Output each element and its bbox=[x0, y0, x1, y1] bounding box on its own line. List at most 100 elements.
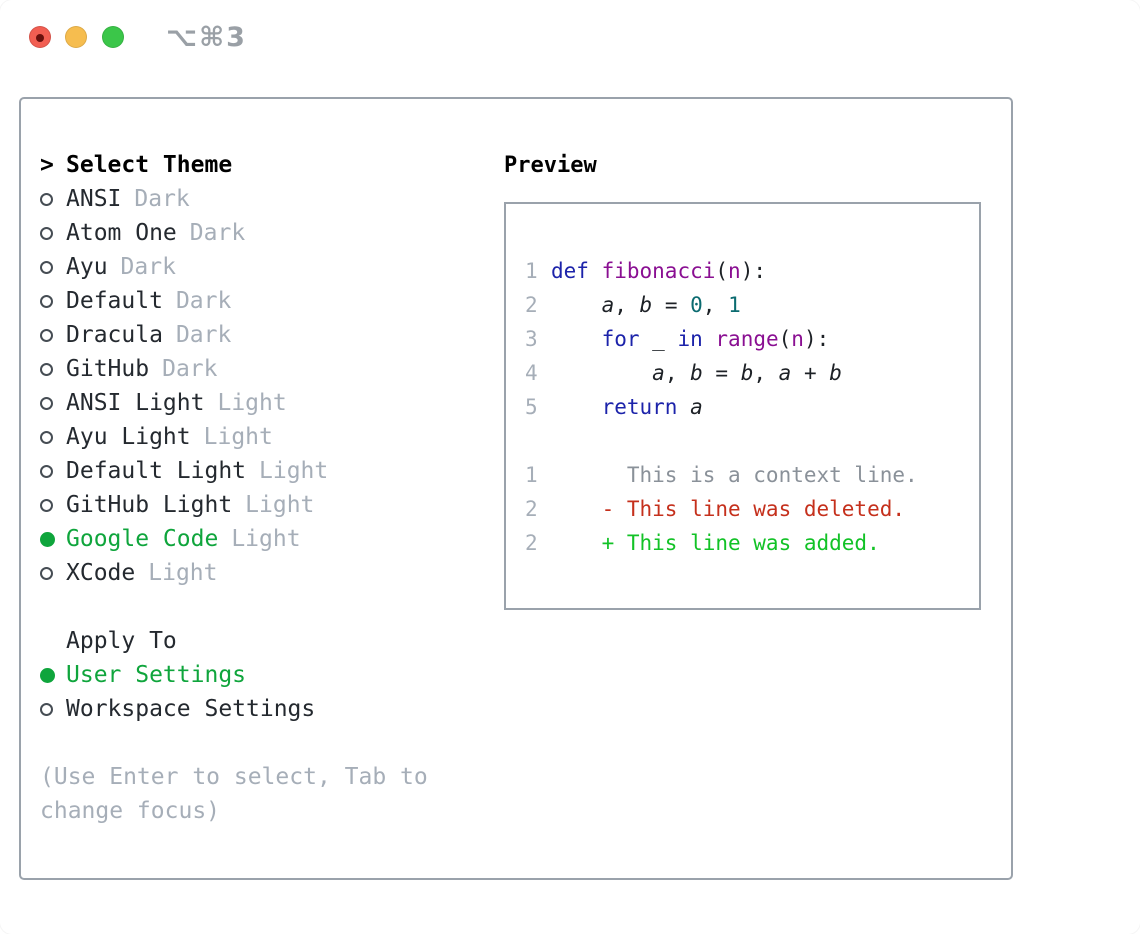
code-token: a bbox=[652, 361, 665, 385]
apply-to-option[interactable]: User Settings bbox=[40, 658, 500, 692]
marker bbox=[40, 226, 66, 240]
theme-variant: Light bbox=[148, 560, 218, 586]
code-token bbox=[677, 395, 690, 419]
code-preview: 1 def fibonacci(n): 2 a, b = 0, 1 3 for _ i… bbox=[525, 254, 979, 424]
theme-name: XCode bbox=[66, 560, 136, 586]
line-number: 4 bbox=[525, 361, 538, 385]
code-line: 5 return a bbox=[525, 390, 979, 424]
line-number: 3 bbox=[525, 327, 538, 351]
theme-name: Google Code bbox=[66, 526, 219, 552]
theme-option[interactable]: Default Light Light bbox=[40, 454, 500, 488]
code-token: in bbox=[677, 327, 703, 351]
marker bbox=[40, 464, 66, 478]
theme-variant: Dark bbox=[175, 322, 232, 348]
marker bbox=[40, 531, 66, 547]
theme-option[interactable]: ANSI Light Light bbox=[40, 386, 500, 420]
theme-name: Dracula bbox=[66, 322, 163, 348]
code-token: b bbox=[639, 293, 653, 317]
marker bbox=[40, 362, 66, 376]
radio-icon bbox=[40, 396, 53, 410]
code-token: range bbox=[715, 327, 779, 351]
help-text-line-2: change focus) bbox=[40, 798, 221, 824]
code-token: ( bbox=[715, 259, 729, 283]
code-token: , bbox=[753, 361, 779, 385]
theme-option[interactable]: Dracula Dark bbox=[40, 318, 500, 352]
radio-icon bbox=[40, 430, 53, 444]
line-number: 5 bbox=[525, 395, 538, 419]
spacer bbox=[40, 590, 500, 624]
theme-name: Atom One bbox=[66, 220, 177, 246]
radio-selected-icon bbox=[40, 531, 55, 547]
theme-option[interactable]: XCode Light bbox=[40, 556, 500, 590]
line-number: 1 bbox=[525, 259, 538, 283]
apply-to-option[interactable]: Workspace Settings bbox=[40, 692, 500, 726]
spacer bbox=[525, 424, 979, 458]
theme-option[interactable]: Default Dark bbox=[40, 284, 500, 318]
apply-to-header: Apply To bbox=[66, 628, 177, 654]
apply-to-label: User Settings bbox=[66, 662, 247, 688]
diff-preview: 1 This is a context line.2 - This line w… bbox=[525, 458, 979, 560]
line-number: 2 bbox=[525, 497, 538, 521]
marker bbox=[40, 566, 66, 580]
line-number: 2 bbox=[525, 293, 538, 317]
code-token: for bbox=[601, 327, 640, 351]
marker bbox=[40, 192, 66, 206]
radio-selected-icon bbox=[40, 667, 55, 683]
marker bbox=[40, 396, 66, 410]
select-theme-header-row: > Select Theme bbox=[40, 148, 500, 182]
marker bbox=[40, 294, 66, 308]
code-line: 2 a, b = 0, 1 bbox=[525, 288, 979, 322]
spacer bbox=[40, 726, 500, 760]
code-token bbox=[551, 327, 602, 351]
code-token: a bbox=[601, 293, 615, 317]
diff-line-deleted: 2 - This line was deleted. bbox=[525, 492, 979, 526]
code-token: b bbox=[829, 361, 842, 385]
code-token: def bbox=[551, 259, 589, 283]
preview-box: 1 def fibonacci(n): 2 a, b = 0, 1 3 for _ i… bbox=[504, 202, 981, 610]
code-token: n bbox=[728, 259, 741, 283]
radio-icon bbox=[40, 362, 53, 376]
theme-variant: Light bbox=[217, 390, 287, 416]
code-token: = bbox=[702, 361, 741, 385]
code-token: _ bbox=[639, 327, 678, 351]
code-token: ): bbox=[740, 259, 766, 283]
titlebar[interactable]: ⌥⌘3 bbox=[0, 0, 1140, 70]
theme-variant: Light bbox=[245, 492, 315, 518]
selection-arrow-icon: > bbox=[40, 152, 54, 178]
zoom-button[interactable] bbox=[102, 26, 124, 48]
theme-variant: Dark bbox=[175, 288, 232, 314]
code-token: , bbox=[702, 293, 729, 317]
theme-name: Default bbox=[66, 288, 163, 314]
code-token: fibonacci bbox=[601, 259, 716, 283]
close-button[interactable] bbox=[29, 26, 51, 48]
line-number: 1 bbox=[525, 463, 538, 487]
diff-text: + This line was added. bbox=[551, 531, 880, 555]
radio-icon bbox=[40, 464, 53, 478]
theme-name: ANSI Light bbox=[66, 390, 205, 416]
diff-line-context: 1 This is a context line. bbox=[525, 458, 979, 492]
diff-line-added: 2 + This line was added. bbox=[525, 526, 979, 560]
theme-variant: Light bbox=[259, 458, 329, 484]
marker bbox=[40, 328, 66, 342]
theme-name: GitHub bbox=[66, 356, 150, 382]
theme-name: Default Light bbox=[66, 458, 247, 484]
radio-icon bbox=[40, 498, 53, 512]
diff-text: This is a context line. bbox=[551, 463, 918, 487]
code-token: , bbox=[614, 293, 640, 317]
code-token: a bbox=[690, 395, 703, 419]
code-token bbox=[589, 259, 602, 283]
minimize-button[interactable] bbox=[65, 26, 87, 48]
line-number: 2 bbox=[525, 531, 538, 555]
